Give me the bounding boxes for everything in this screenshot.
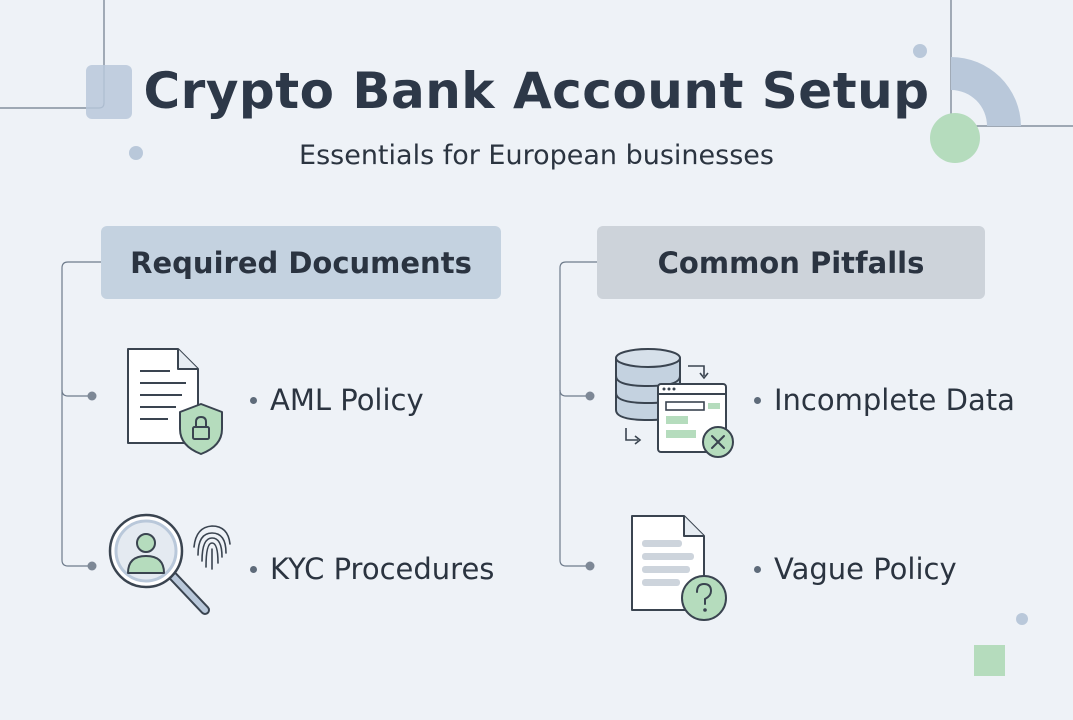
bullet-dot (754, 565, 761, 573)
document-question-icon (631, 515, 727, 621)
item-label: AML Policy (270, 383, 424, 417)
magnifier-user-fingerprint-icon (108, 513, 231, 615)
bullet-dot (250, 565, 257, 573)
list-item-vague-policy: Vague Policy (754, 549, 957, 589)
list-item-incomplete-data: Incomplete Data (754, 380, 1015, 420)
document-shield-lock-icon (127, 348, 223, 455)
list-item-kyc-procedures: KYC Procedures (250, 549, 494, 589)
item-label: Incomplete Data (774, 383, 1015, 417)
database-form-error-icon (615, 348, 734, 458)
page-subtitle: Essentials for European businesses (299, 140, 774, 171)
bullet-dot (250, 396, 257, 404)
header-common-pitfalls: Common Pitfalls (597, 226, 985, 299)
bullet-dot (754, 396, 761, 404)
item-label: Vague Policy (774, 552, 957, 586)
list-item-aml-policy: AML Policy (250, 380, 424, 420)
header-required-documents: Required Documents (101, 226, 501, 299)
page-title: Crypto Bank Account Setup (143, 62, 930, 120)
item-label: KYC Procedures (270, 552, 495, 586)
